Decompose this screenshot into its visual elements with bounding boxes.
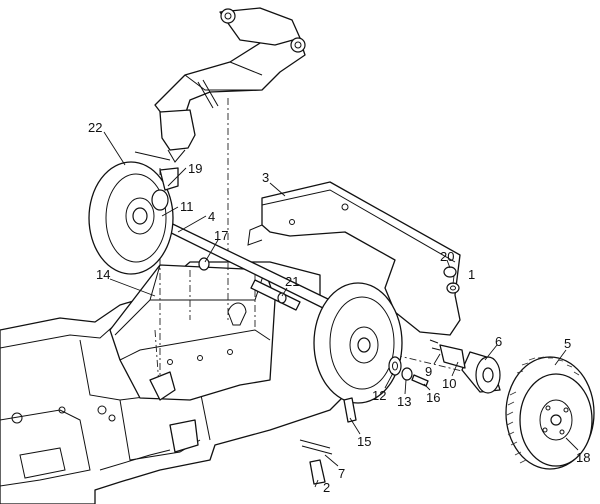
hardware-small-parts — [388, 356, 429, 387]
callout-4: 4 — [208, 209, 215, 224]
leader-lines — [103, 131, 579, 488]
callout-12: 12 — [372, 388, 386, 403]
callout-15: 15 — [357, 434, 371, 449]
callout-3: 3 — [262, 170, 269, 185]
callout-20: 20 — [440, 249, 454, 264]
callout-14: 14 — [96, 267, 110, 282]
left-rear-wheel — [88, 151, 179, 275]
callout-11: 11 — [180, 199, 194, 214]
callout-9: 9 — [425, 364, 432, 379]
callout-22: 22 — [88, 120, 102, 135]
lower-hardware — [99, 371, 357, 485]
right-rear-wheel-inner — [313, 282, 403, 404]
callout-17: 17 — [214, 228, 228, 243]
callout-10: 10 — [442, 376, 456, 391]
callout-16: 16 — [426, 390, 440, 405]
callout-6: 6 — [495, 334, 502, 349]
callout-18: 18 — [576, 450, 590, 465]
axle-support-bracket — [109, 264, 276, 401]
callout-5: 5 — [564, 336, 571, 351]
callout-13: 13 — [397, 394, 411, 409]
callout-7: 7 — [338, 466, 345, 481]
plate-fasteners — [443, 266, 460, 294]
callout-labels: 22 19 11 4 3 17 14 21 20 1 6 5 9 10 12 1… — [88, 120, 590, 495]
drive-wheel-outer — [505, 356, 595, 470]
callout-21: 21 — [285, 274, 299, 289]
callout-19: 19 — [188, 161, 202, 176]
rear-axle — [144, 213, 331, 311]
callout-1: 1 — [468, 267, 475, 282]
handle-mount-assembly — [154, 7, 306, 163]
callout-2: 2 — [323, 480, 330, 495]
drive-hub — [429, 339, 501, 394]
